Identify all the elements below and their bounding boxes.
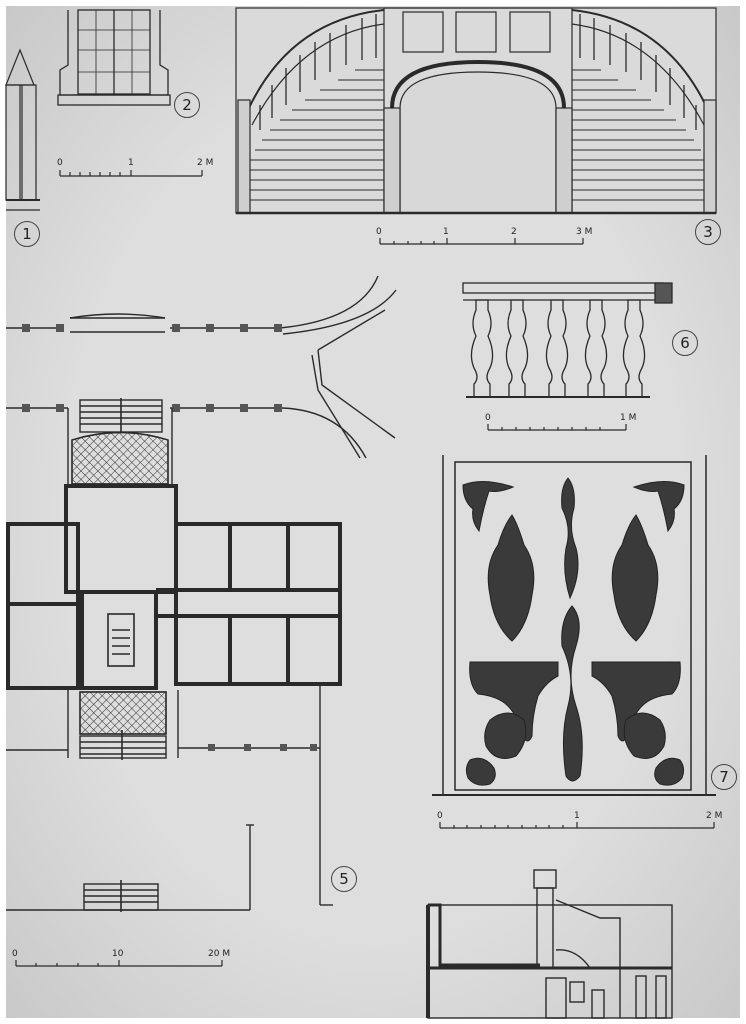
scale-fig3-tick-2: 2 (511, 227, 517, 237)
figure-6-balustrade (462, 282, 673, 398)
figure-label-6: 6 (672, 330, 698, 356)
figure-label-3: 3 (695, 219, 721, 245)
scale-bar-fig6 (487, 424, 627, 431)
scale-fig3-tick-3: 3 M (576, 227, 593, 237)
figure-2-window (57, 9, 171, 106)
scale-fig6-tick-1: 1 M (620, 413, 637, 423)
figure-1-elevation (5, 48, 40, 211)
scale-fig3-tick-1: 1 (443, 227, 449, 237)
figure-7-ornament-panel (432, 455, 716, 796)
scale-fig5-tick-2: 20 M (208, 949, 231, 959)
scale-fig5-tick-1: 10 (112, 949, 124, 959)
scale-fig2-tick-2: 2 M (197, 158, 214, 168)
scale-fig2-tick-0: 0 (57, 158, 63, 168)
figure-label-5: 5 (331, 866, 357, 892)
figure-3-staircase (235, 7, 717, 215)
scale-bar-fig7 (439, 822, 715, 829)
scale-fig6-tick-0: 0 (485, 413, 491, 423)
scale-fig7-tick-1: 1 (574, 811, 580, 821)
figure-label-7: 7 (711, 764, 737, 790)
scale-bar-fig5 (15, 960, 223, 967)
scale-bar-fig2 (59, 170, 203, 177)
figure-5-plan (6, 275, 397, 912)
scale-fig3-tick-0: 0 (376, 227, 382, 237)
scale-fig7-tick-2: 2 M (706, 811, 723, 821)
scale-fig7-tick-0: 0 (437, 811, 443, 821)
figure-label-2: 2 (174, 92, 200, 118)
figure-label-1: 1 (14, 221, 40, 247)
house-section (426, 869, 673, 1019)
scale-fig5-tick-0: 0 (12, 949, 18, 959)
scale-bar-fig3 (379, 238, 584, 245)
scale-fig2-tick-1: 1 (128, 158, 134, 168)
